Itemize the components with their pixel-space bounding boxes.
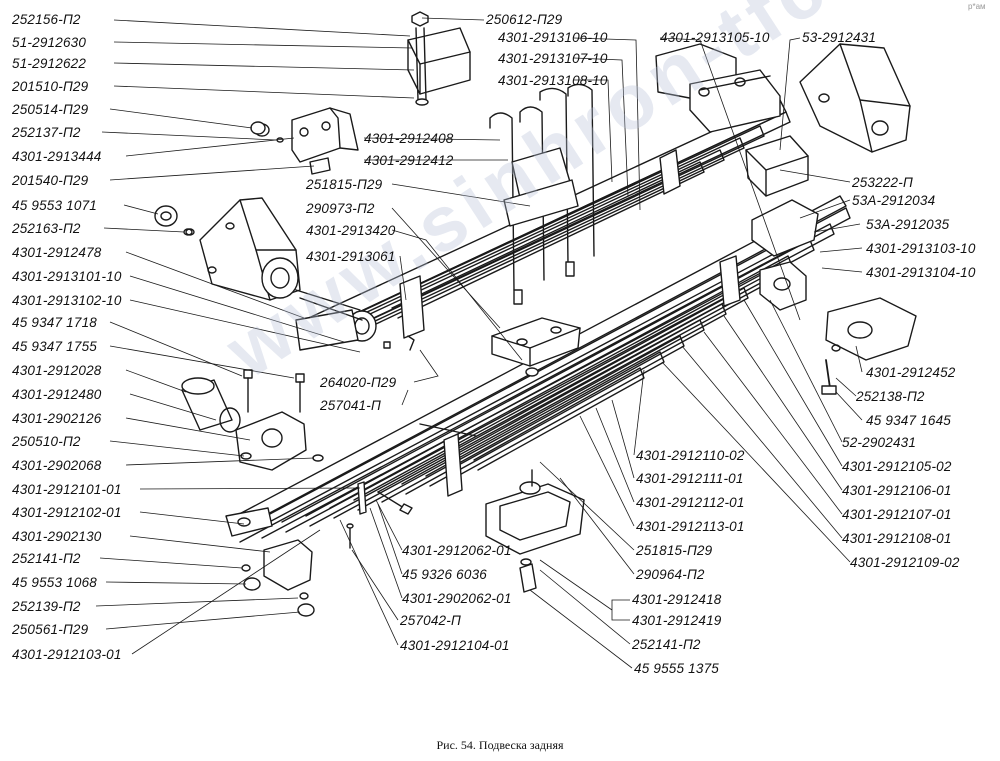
part-label: 4301-2913106-10: [498, 30, 608, 45]
part-label: 4301-2912101-01: [12, 482, 122, 497]
part-label: 4301-2913102-10: [12, 293, 122, 308]
part-label: 252156-П2: [12, 12, 81, 27]
part-label: 253222-П: [852, 175, 913, 190]
part-label: 201540-П29: [12, 173, 89, 188]
part-label: 250514-П29: [12, 102, 89, 117]
part-label: 290964-П2: [636, 567, 705, 582]
part-label: 4301-2912102-01: [12, 505, 122, 520]
part-label: 52-2902431: [842, 435, 917, 450]
part-label: 4301-2912105-02: [842, 459, 952, 474]
part-label: 264020-П29: [320, 375, 397, 390]
part-label: 4301-2912110-02: [636, 448, 745, 463]
part-label: 250612-П29: [486, 12, 563, 27]
part-label: 290973-П2: [306, 201, 375, 216]
spring-saddle: [485, 469, 585, 593]
part-label: 53А-2912034: [852, 193, 936, 208]
part-label: 251815-П29: [306, 177, 383, 192]
bushing-and-eye: [181, 377, 324, 617]
part-label: 4301-2902062-01: [402, 591, 512, 606]
part-label: 4301-2912108-01: [842, 531, 952, 546]
part-label: 4301-2913107-10: [498, 51, 608, 66]
part-label: 252163-П2: [12, 221, 81, 236]
part-label: 4301-2912062-01: [402, 543, 512, 558]
center-pad: [491, 317, 581, 367]
part-label: 252141-П2: [632, 637, 701, 652]
leader-lines: [95, 17, 863, 669]
part-label: 4301-2912412: [364, 153, 454, 168]
part-label: 45 9555 1375: [634, 661, 719, 676]
part-label: 53-2912431: [802, 30, 877, 45]
part-label: 4301-2913108-10: [498, 73, 608, 88]
part-label: 4301-2912478: [12, 245, 102, 260]
part-label: 51-2912622: [12, 56, 87, 71]
part-label: 252139-П2: [12, 599, 81, 614]
part-label: 4301-2912028: [12, 363, 102, 378]
part-label: 4301-2912419: [632, 613, 722, 628]
part-label: 4301-2912408: [364, 131, 454, 146]
part-label: 252141-П2: [12, 551, 81, 566]
part-label: 4301-2913444: [12, 149, 102, 164]
part-label: 4301-2913420: [306, 223, 396, 238]
front-hanger-bracket: [154, 197, 363, 321]
part-label: 45 9553 1071: [12, 198, 97, 213]
part-label: 252137-П2: [12, 125, 81, 140]
shackle-bracket: [254, 107, 359, 175]
rubber-bump-stop: [745, 135, 809, 197]
part-label: 4301-2902126: [12, 411, 102, 426]
part-label: 257042-П: [400, 613, 461, 628]
part-label: 201510-П29: [12, 79, 89, 94]
part-label: 4301-2912418: [632, 592, 722, 607]
part-label: 4301-2902130: [12, 529, 102, 544]
part-label: 4301-2913103-10: [866, 241, 976, 256]
part-label: 4301-2913105-10: [660, 30, 770, 45]
part-label: 4301-2912113-01: [636, 519, 745, 534]
part-label: 4301-2912109-02: [850, 555, 960, 570]
part-label: 4301-2913061: [306, 249, 396, 264]
part-label: 251815-П29: [636, 543, 713, 558]
part-label: 53А-2912035: [866, 217, 950, 232]
part-label: 257041-П: [320, 398, 381, 413]
part-label: 252138-П2: [856, 389, 925, 404]
part-label: 45 9326 6036: [402, 567, 487, 582]
right-spring-support: [751, 199, 917, 395]
part-label: 4301-2912107-01: [842, 507, 952, 522]
part-label: 51-2912630: [12, 35, 87, 50]
corner-mark: р*ам: [968, 2, 986, 11]
part-label: 4301-2912104-01: [400, 638, 510, 653]
part-label: 45 9347 1645: [866, 413, 951, 428]
part-label: 250561-П29: [12, 622, 89, 637]
top-right-bracket: [799, 43, 911, 153]
upper-u-bolts: [489, 83, 595, 305]
top-center-support: [655, 43, 781, 133]
part-label: 4301-2902068: [12, 458, 102, 473]
part-label: 45 9347 1755: [12, 339, 97, 354]
part-label: 45 9347 1718: [12, 315, 97, 330]
figure-caption: Рис. 54. Подвеска задняя: [436, 738, 564, 752]
part-label: 4301-2913104-10: [866, 265, 976, 280]
part-label: 4301-2912452: [866, 365, 956, 380]
part-label: 45 9553 1068: [12, 575, 97, 590]
part-label: 4301-2912112-01: [636, 495, 745, 510]
part-label: 4301-2912106-01: [842, 483, 952, 498]
part-label: 4301-2912111-01: [636, 471, 744, 486]
bolts-and-pins: [243, 335, 539, 549]
part-label: 4301-2912480: [12, 387, 102, 402]
part-label: 4301-2912103-01: [12, 647, 122, 662]
top-left-bracket: [407, 11, 471, 106]
part-label: 250510-П2: [12, 434, 81, 449]
part-label: 4301-2913101-10: [12, 269, 122, 284]
